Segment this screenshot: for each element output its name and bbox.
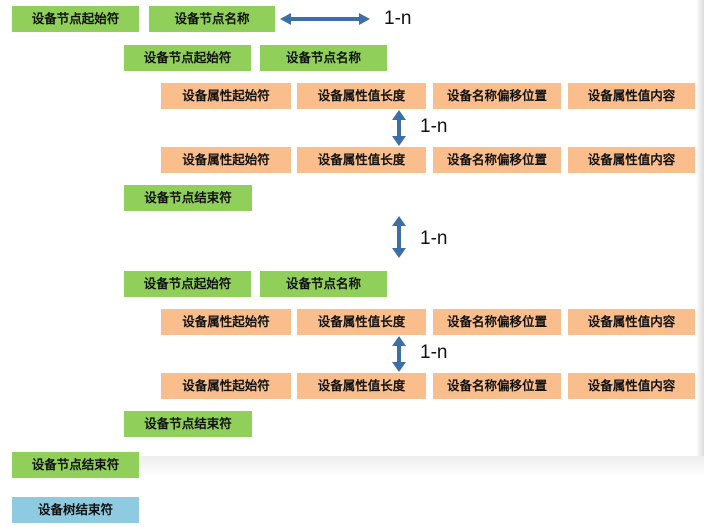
multiplicity-label: 1-n <box>420 116 448 137</box>
name-offset-box: 设备名称偏移位置 <box>433 373 561 399</box>
node-start-box: 设备节点起始符 <box>124 45 251 71</box>
attr-start-box: 设备属性起始符 <box>161 309 291 335</box>
node-start-box: 设备节点起始符 <box>124 271 251 297</box>
double-headed-arrow-icon <box>280 13 370 25</box>
attr-start-box: 设备属性起始符 <box>161 83 291 109</box>
attr-value-length-box: 设备属性值长度 <box>297 147 426 173</box>
name-offset-box: 设备名称偏移位置 <box>433 147 561 173</box>
multiplicity-label: 1-n <box>420 228 448 249</box>
node-name-box: 设备节点名称 <box>149 6 275 32</box>
name-offset-box: 设备名称偏移位置 <box>433 309 561 335</box>
multiplicity-label: 1-n <box>384 8 412 29</box>
double-headed-arrow-icon <box>392 110 406 146</box>
tree-end-box: 设备树结束符 <box>12 497 139 523</box>
double-headed-arrow-icon <box>392 336 406 372</box>
attr-value-content-box: 设备属性值内容 <box>568 147 695 173</box>
attr-value-length-box: 设备属性值长度 <box>297 309 426 335</box>
page-edge-shadow <box>138 456 704 527</box>
node-name-box: 设备节点名称 <box>260 45 387 71</box>
attr-value-content-box: 设备属性值内容 <box>568 83 695 109</box>
node-end-box: 设备节点结束符 <box>124 411 252 437</box>
page-edge-shadow <box>696 0 704 458</box>
multiplicity-label: 1-n <box>420 342 448 363</box>
name-offset-box: 设备名称偏移位置 <box>433 83 561 109</box>
attr-value-length-box: 设备属性值长度 <box>297 83 426 109</box>
node-end-box: 设备节点结束符 <box>124 185 252 211</box>
double-headed-arrow-icon <box>392 216 406 258</box>
node-name-box: 设备节点名称 <box>260 271 387 297</box>
attr-value-content-box: 设备属性值内容 <box>568 309 695 335</box>
node-end-box: 设备节点结束符 <box>12 452 139 478</box>
attr-start-box: 设备属性起始符 <box>161 147 291 173</box>
attr-value-content-box: 设备属性值内容 <box>568 373 695 399</box>
node-start-box: 设备节点起始符 <box>12 6 139 32</box>
attr-start-box: 设备属性起始符 <box>161 373 291 399</box>
attr-value-length-box: 设备属性值长度 <box>297 373 426 399</box>
